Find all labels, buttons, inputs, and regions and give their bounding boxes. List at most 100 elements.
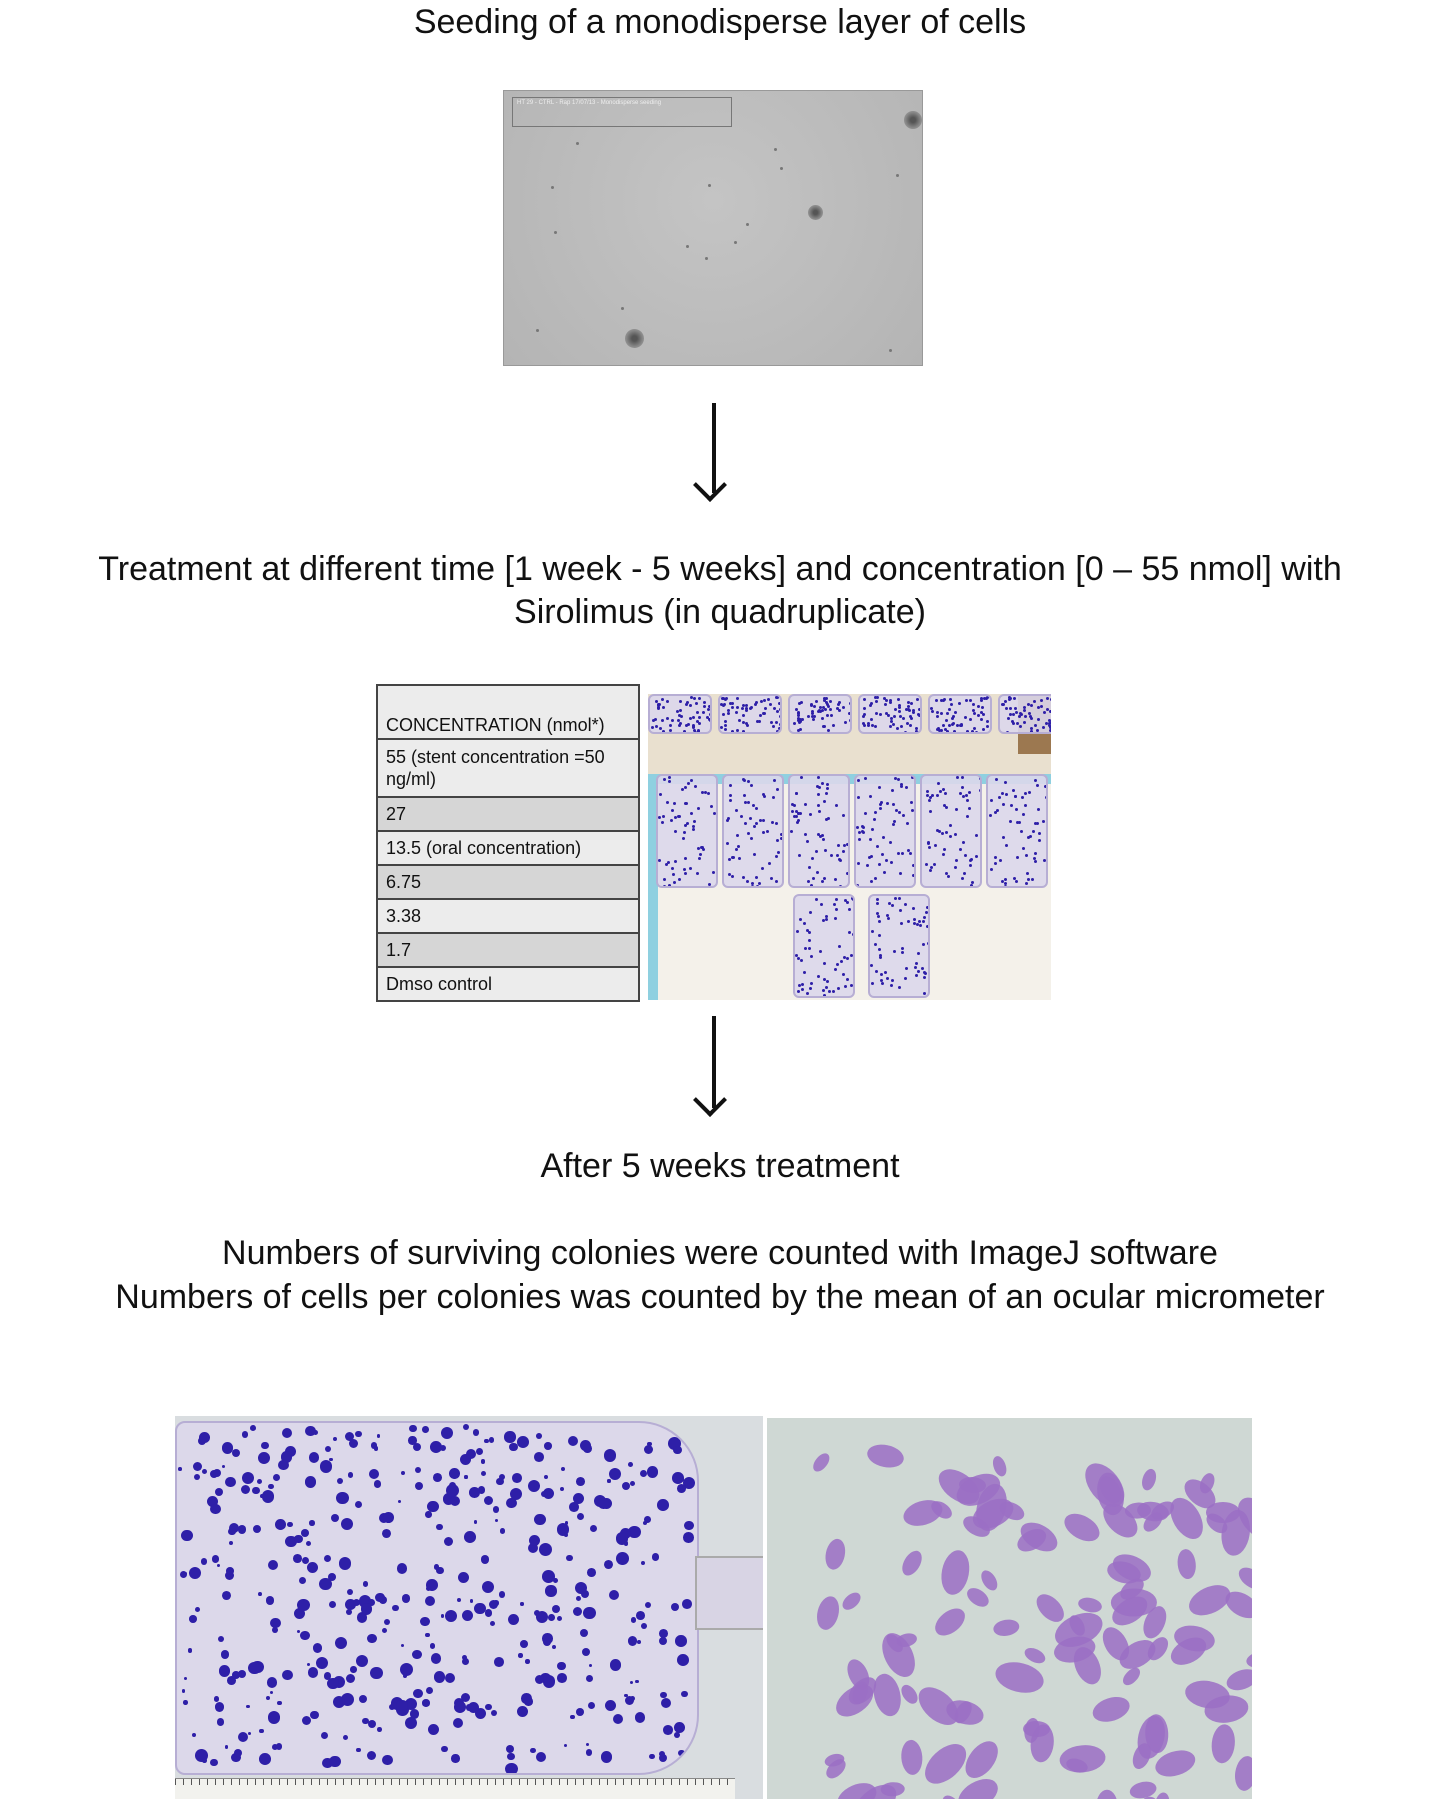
colony-dot [734, 848, 738, 852]
table-row: 13.5 (oral concentration) [378, 830, 638, 864]
colony-dot [677, 1654, 689, 1667]
colony-dot [899, 922, 903, 926]
colony-dot [904, 966, 908, 970]
flasks-photo [648, 694, 1051, 1000]
colony-dot [181, 1689, 186, 1693]
colony-dot [625, 1695, 635, 1705]
colony-dot [435, 1524, 442, 1531]
colony-dot [878, 712, 882, 716]
colony-dot [1036, 808, 1040, 812]
table-header: CONCENTRATION (nmol*) [378, 686, 638, 738]
colony-dot [795, 953, 799, 957]
colony-dot [1034, 852, 1038, 856]
colony-dot [536, 1752, 547, 1763]
colony-dot [908, 715, 912, 719]
colony-dot [374, 1592, 385, 1603]
colony-dot [702, 711, 706, 715]
colony-dot [440, 1614, 445, 1618]
colony-dot [945, 729, 949, 732]
colony-dot [678, 1750, 685, 1757]
colony-dot [397, 1499, 401, 1503]
stained-cell [869, 1671, 905, 1719]
colony-dot [998, 858, 1002, 862]
colony-dot [799, 918, 803, 922]
colony-dot [692, 696, 696, 700]
colony-dot [731, 706, 735, 709]
stained-cell [1089, 1692, 1133, 1727]
colony-dot [697, 847, 701, 851]
colony-dot [841, 972, 845, 976]
colony-dot [634, 1712, 646, 1723]
colony-dot [903, 977, 907, 981]
colony-dot [846, 900, 850, 904]
colony-dot [878, 954, 882, 958]
colony-dot [812, 715, 816, 719]
colony-dot [825, 697, 829, 701]
colony-dot [927, 799, 931, 803]
colony-dot [1004, 844, 1008, 848]
colony-dot [582, 1647, 591, 1657]
colony-dot [989, 867, 993, 871]
colony-dot [1014, 711, 1018, 715]
colony-dot [678, 814, 682, 818]
stained-cell [1060, 1507, 1105, 1547]
colony-dot [211, 1555, 220, 1563]
colony-dot [683, 1476, 696, 1490]
colony-dot [221, 1464, 226, 1469]
cell-blob [904, 111, 922, 129]
colony-dot [955, 858, 959, 862]
colony-dot [955, 724, 959, 728]
colony-dot [259, 1728, 264, 1733]
colony-dot [630, 1617, 637, 1623]
colony-dot [989, 799, 993, 803]
colony-dot [697, 722, 701, 726]
colony-dot [899, 724, 903, 728]
colony-dot [897, 704, 901, 708]
colony-dot [848, 907, 852, 911]
colony-dot [567, 1435, 578, 1446]
step4-line1: Numbers of surviving colonies were count… [222, 1234, 1218, 1272]
colony-dot [1037, 706, 1041, 710]
culture-flask [656, 774, 718, 888]
colony-dot [848, 930, 852, 934]
colony-dot [818, 709, 822, 713]
colony-dot [224, 1571, 234, 1581]
colony-dot [1049, 697, 1051, 701]
colony-dot [545, 1585, 557, 1597]
colony-dot [425, 1633, 430, 1638]
debris-speck [745, 223, 749, 227]
colony-dot [461, 1692, 471, 1703]
colony-dot [461, 1609, 474, 1622]
colony-dot [1003, 700, 1007, 704]
colony-dot [800, 958, 804, 962]
colony-dot [462, 1654, 468, 1661]
stained-cell [814, 1593, 843, 1633]
colony-dot [381, 1627, 387, 1633]
colony-dot [891, 979, 895, 983]
colony-dot [543, 1488, 555, 1500]
colony-dot [746, 880, 750, 884]
colony-dot [662, 778, 666, 782]
colony-dot [825, 914, 828, 918]
concentration-table: CONCENTRATION (nmol*) 55 (stent concentr… [376, 684, 640, 1002]
colony-dot [875, 970, 879, 974]
colony-dot [345, 1674, 355, 1684]
colony-dot [446, 1483, 460, 1497]
colony-dot [937, 829, 941, 833]
colony-dot [701, 846, 705, 850]
colony-dot [1024, 882, 1028, 886]
colony-dot [790, 829, 793, 833]
colony-dot [676, 1483, 686, 1493]
culture-flask [648, 694, 712, 734]
colony-dot [823, 799, 827, 803]
colony-dot [256, 1478, 262, 1484]
colony-dot [671, 867, 675, 871]
colony-dot [843, 844, 847, 848]
colony-dot [1047, 718, 1051, 722]
colony-dot [874, 810, 878, 814]
debris-speck [536, 328, 540, 332]
colony-dot [708, 704, 710, 708]
colony-dot [692, 716, 696, 720]
colony-dot [248, 1661, 261, 1674]
colony-dot [912, 709, 916, 713]
